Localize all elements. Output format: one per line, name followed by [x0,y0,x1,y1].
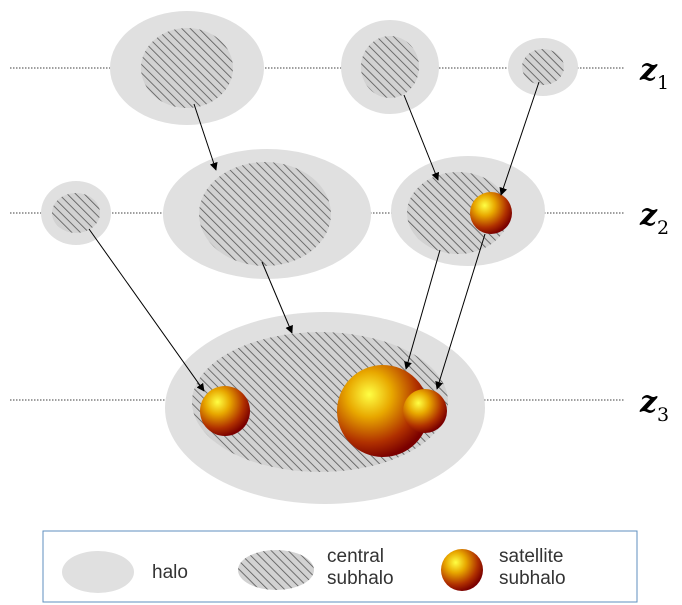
arrow [88,228,205,392]
legend-satellite-swatch [441,549,483,591]
arrow [435,233,486,390]
legend-halo-label: halo [152,562,188,583]
legend-central-label-1: central [327,546,384,567]
legend-halo-swatch [62,551,134,593]
legend-satellite-label-2: subhalo [499,568,566,589]
arrow [499,81,540,196]
satellite-subhalo [200,386,250,436]
arrow [193,103,218,171]
central-subhalo [141,28,233,108]
legend: halo central subhalo satellite subhalo [42,530,638,603]
satellite-subhalo [403,389,447,433]
z3-label: z3 [639,385,669,426]
merger-arrows [88,81,540,392]
z1-label: z1 [639,53,669,94]
arrow [404,249,441,370]
legend-central-label-2: subhalo [327,568,394,589]
central-subhalo [52,193,100,233]
z3-halos [165,312,485,504]
central-subhalo [407,172,509,254]
central-subhalo [522,49,564,85]
legend-central-swatch [238,550,314,590]
central-subhalo [361,36,419,98]
legend-satellite-label-1: satellite [499,546,563,567]
arrow [261,261,293,334]
central-subhalo [199,162,331,266]
redshift-labels: z1 z2 z3 [639,53,669,426]
legend-box [42,530,638,603]
satellite-subhalo [337,365,429,457]
z1-halos [110,11,578,125]
z2-label: z2 [639,198,669,239]
arrow [403,94,440,181]
satellite-subhalo [470,192,512,234]
z2-halos [41,149,545,279]
